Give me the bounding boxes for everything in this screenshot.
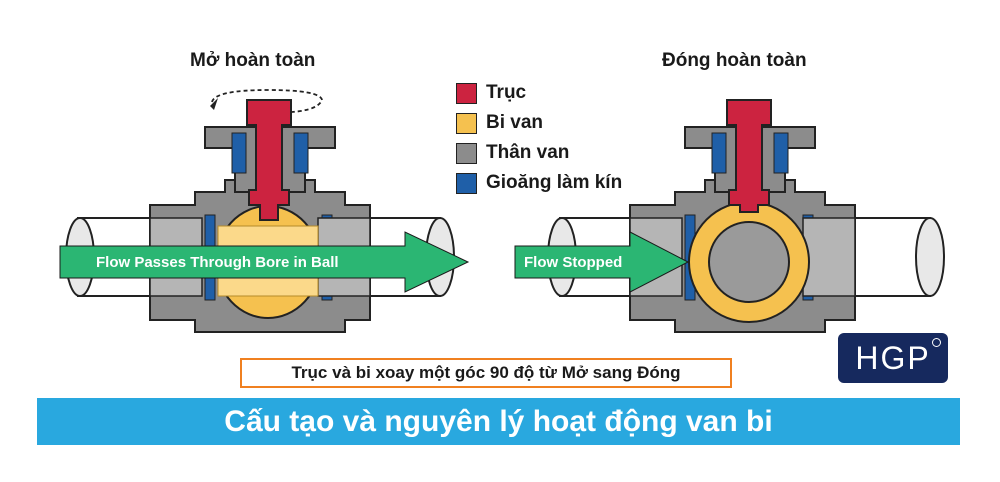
logo-gear-icon <box>932 338 941 347</box>
legend-label-ball: Bi van <box>486 112 544 133</box>
legend-item-seal: Gioăng làm kín <box>456 168 622 198</box>
right-outlet-pipe-end <box>915 217 945 297</box>
left-panel-title: Mở hoàn toàn <box>190 50 316 71</box>
right-panel-title: Đóng hoàn toàn <box>662 50 807 71</box>
legend-item-body: Thân van <box>456 138 622 168</box>
legend-label-body: Thân van <box>486 142 570 163</box>
hgp-logo: HGP <box>838 333 948 383</box>
left-stem-seal-right <box>293 132 309 174</box>
legend-item-stem: Trục <box>456 78 622 108</box>
left-rotation-arrow <box>211 89 323 113</box>
right-valve <box>514 99 945 333</box>
left-flow-arrow <box>59 231 470 293</box>
right-stem-seal-right <box>773 132 789 174</box>
legend-label-stem: Trục <box>486 82 527 103</box>
right-ball-bore <box>708 221 790 303</box>
rotation-note: Trục và bi xoay một góc 90 độ từ Mở sang… <box>240 358 732 388</box>
left-rotation-arrowhead <box>210 98 218 110</box>
legend: Trục Bi van Thân van Gioăng làm kín <box>456 78 622 198</box>
legend-swatch-body <box>456 142 477 164</box>
logo-text: HGP <box>855 339 931 376</box>
valve-diagram <box>59 89 945 333</box>
legend-item-ball: Bi van <box>456 108 622 138</box>
legend-swatch-stem <box>456 82 477 104</box>
title-banner: Cấu tạo và nguyên lý hoạt động van bi <box>37 398 960 445</box>
left-valve <box>59 89 470 333</box>
right-flow-arrow <box>514 231 690 293</box>
right-stem-seal-left <box>711 132 727 174</box>
legend-label-seal: Gioăng làm kín <box>486 172 623 193</box>
right-flow-label: Flow Stopped <box>524 254 623 271</box>
left-stem <box>246 99 292 221</box>
legend-swatch-seal <box>456 172 477 194</box>
left-stem-seal-left <box>231 132 247 174</box>
right-thread-right <box>802 217 856 297</box>
right-stem <box>726 99 772 213</box>
left-flow-label: Flow Passes Through Bore in Ball <box>96 254 339 271</box>
legend-swatch-ball <box>456 112 477 134</box>
